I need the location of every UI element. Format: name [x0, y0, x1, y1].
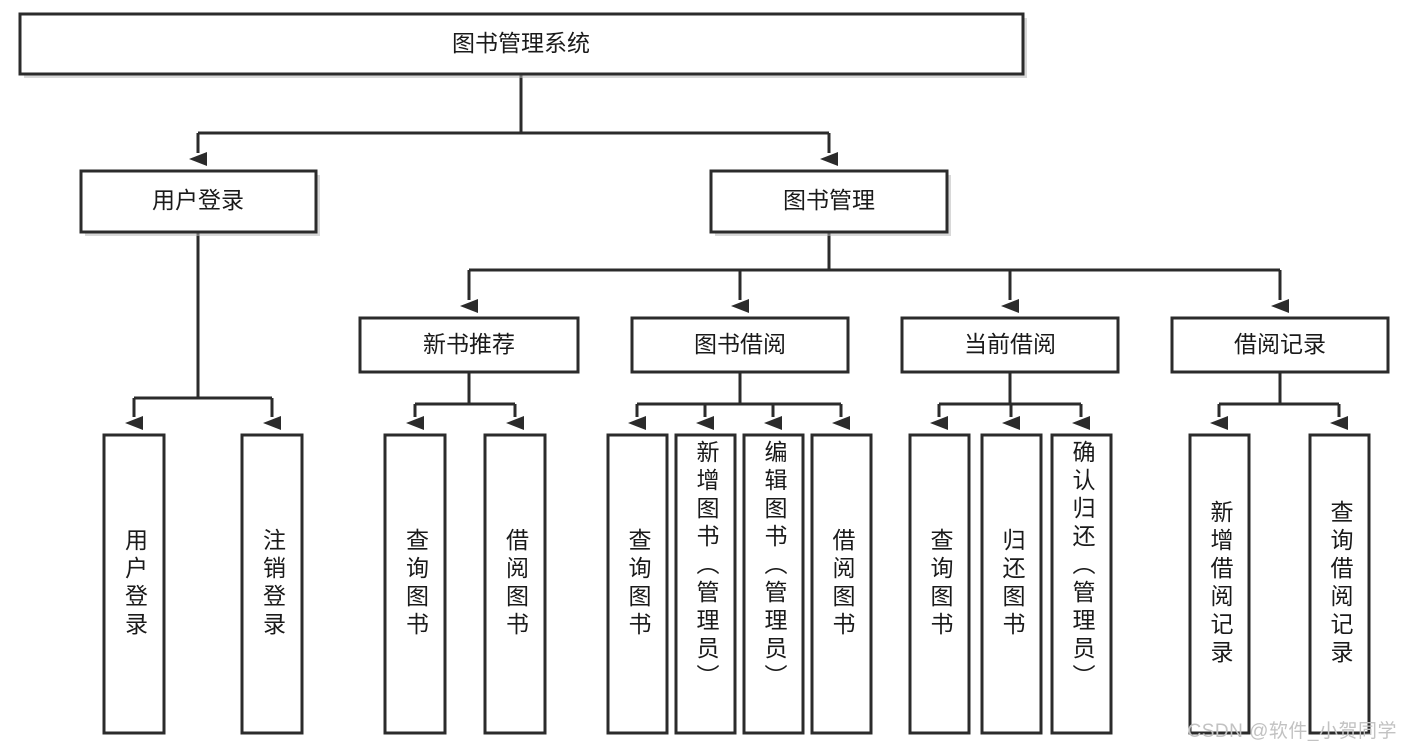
connector-group-user-login-to-leaves	[125, 232, 281, 430]
node-book-borrow[interactable]: 图书借阅	[630, 316, 850, 374]
node-current-borrow[interactable]: 当前借阅	[900, 316, 1120, 374]
node-user-login[interactable]: 用户登录	[79, 169, 320, 236]
connector-group-root-to-level2	[189, 74, 838, 166]
node-book-manage-label: 图书管理	[783, 187, 875, 213]
leaf-add-book-box[interactable]	[674, 433, 737, 735]
leaf-query-record-box[interactable]	[1308, 433, 1371, 735]
leaf-add-record-box[interactable]	[1188, 433, 1251, 735]
node-book-manage[interactable]: 图书管理	[709, 169, 951, 236]
node-root[interactable]: 图书管理系统	[18, 12, 1027, 78]
connector-group-new-book-rec-to-leaves	[406, 372, 524, 430]
node-current-borrow-label: 当前借阅	[964, 331, 1056, 357]
node-new-book-rec[interactable]: 新书推荐	[358, 316, 580, 374]
node-book-borrow-box[interactable]	[630, 316, 850, 374]
leaf-confirm-return-box[interactable]	[1050, 433, 1113, 735]
leaf-query-book-borrow-box[interactable]	[606, 433, 669, 735]
leaf-edit-book-box[interactable]	[742, 433, 805, 735]
node-borrow-record-box[interactable]	[1170, 316, 1390, 374]
node-root-label: 图书管理系统	[452, 30, 590, 56]
node-book-manage-box[interactable]	[709, 169, 949, 234]
node-user-login-label: 用户登录	[152, 187, 244, 213]
csdn-watermark: CSDN @软件_小贺同学	[1187, 721, 1397, 742]
leaf-logout-box[interactable]	[240, 433, 304, 735]
leaf-query-book-rec-box[interactable]	[383, 433, 447, 735]
node-new-book-rec-box[interactable]	[358, 316, 580, 374]
node-new-book-rec-label: 新书推荐	[423, 331, 515, 357]
leaf-borrow-book-box[interactable]	[810, 433, 873, 735]
leaf-user-login-box[interactable]	[102, 433, 166, 735]
leaf-query-book-current-box[interactable]	[908, 433, 971, 735]
connector-group-book-borrow-to-leaves	[628, 372, 850, 430]
leaf-borrow-book-rec-box[interactable]	[483, 433, 547, 735]
connector-group-borrow-record-to-leaves	[1210, 372, 1348, 430]
node-borrow-record[interactable]: 借阅记录	[1170, 316, 1390, 374]
node-current-borrow-box[interactable]	[900, 316, 1120, 374]
node-book-borrow-label: 图书借阅	[694, 331, 786, 357]
node-user-login-box[interactable]	[79, 169, 318, 234]
leaf-return-book-box[interactable]	[980, 433, 1043, 735]
node-root-box[interactable]	[18, 12, 1025, 76]
connector-group-book-manage-to-level3	[460, 232, 1289, 313]
connector-group-current-borrow-to-leaves	[930, 372, 1090, 430]
node-borrow-record-label: 借阅记录	[1234, 331, 1326, 357]
leaf-boxes	[102, 433, 1371, 735]
